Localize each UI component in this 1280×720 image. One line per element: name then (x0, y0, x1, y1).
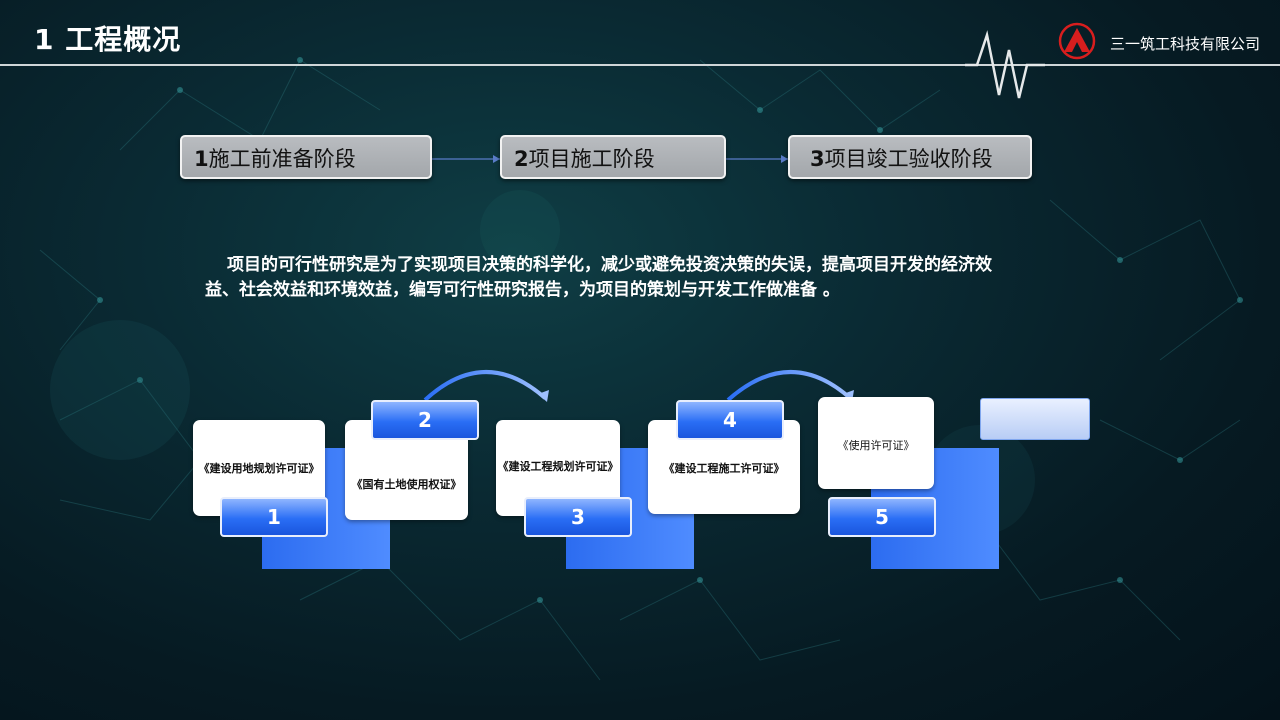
stage-number: 1 (194, 147, 209, 171)
permit-number-4[interactable]: 4 (676, 400, 784, 440)
page-title: 1 工程概况 (34, 23, 182, 56)
stage-box-construction[interactable]: 2项目施工阶段 (500, 135, 726, 179)
permit-number-1[interactable]: 1 (220, 497, 328, 537)
company-name: 三一筑工科技有限公司 (1110, 35, 1261, 53)
header-divider (0, 64, 1280, 66)
placeholder-bar (980, 398, 1090, 440)
permit-number-5[interactable]: 5 (828, 497, 936, 537)
description-paragraph: 项目的可行性研究是为了实现项目决策的科学化，减少或避免投资决策的失误，提高项目开… (205, 255, 992, 300)
stage-label: 项目施工阶段 (528, 147, 655, 171)
stage-box-preparation[interactable]: 1施工前准备阶段 (180, 135, 432, 179)
permit-number-2[interactable]: 2 (371, 400, 479, 440)
sany-logo-icon (1058, 22, 1096, 60)
stage-label: 项目竣工验收阶段 (824, 147, 993, 171)
stage-box-acceptance[interactable]: 3项目竣工验收阶段 (788, 135, 1032, 179)
stage-number: 2 (514, 147, 529, 171)
permit-number-3[interactable]: 3 (524, 497, 632, 537)
permit-card-5[interactable]: 《使用许可证》 (818, 397, 934, 489)
stage-label: 施工前准备阶段 (208, 147, 356, 171)
stage-number: 3 (810, 147, 825, 171)
heartbeat-line-icon (965, 30, 1045, 99)
permit-card-4[interactable]: 《建设工程施工许可证》 (648, 420, 800, 514)
